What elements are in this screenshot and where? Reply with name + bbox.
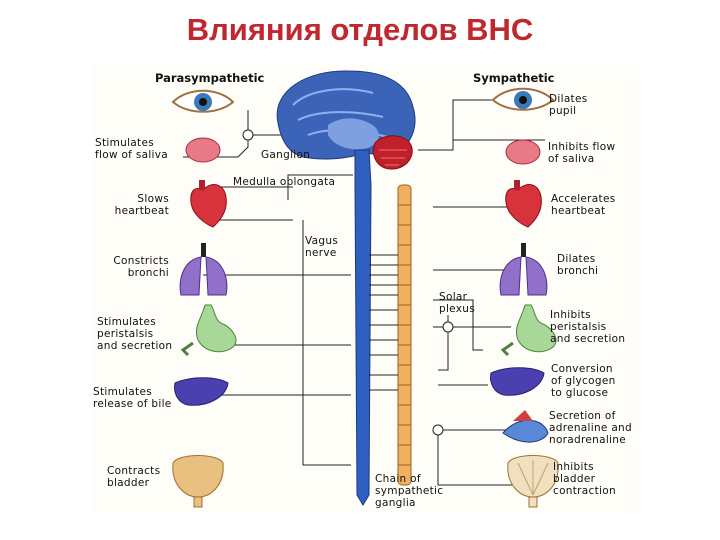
diagram-graphics <box>171 70 559 508</box>
para-effect-peristalsis: Stimulates peristalsis and secretion <box>97 316 173 352</box>
symp-effect-pupil: Dilates pupil <box>549 93 588 117</box>
symp-effect-bronchi: Dilates bronchi <box>557 253 599 277</box>
ganglion-label: Ganglion <box>261 149 311 161</box>
symp-effect-adrenaline: Secretion of adrenaline and noradrenalin… <box>549 410 632 446</box>
slide-title: Влияния отделов ВНС <box>186 12 534 47</box>
symp-effect-heartbeat: Accelerates heartbeat <box>551 193 616 217</box>
eye-icon-right <box>491 87 555 111</box>
bladder-icon-left <box>172 455 224 508</box>
liver-icon-right <box>490 367 545 396</box>
parasympathetic-header: Parasympathetic <box>155 71 265 85</box>
symp-effect-saliva: Inhibits flow of saliva <box>548 141 616 165</box>
vagus-nerve-label: Vagus nerve <box>305 235 339 259</box>
sympathetic-chain-label: Chain of sympathetic ganglia <box>375 473 444 509</box>
bladder-icon-right <box>507 455 559 508</box>
ganglion-markers <box>242 129 454 436</box>
salivary-gland-icon-right <box>505 139 541 165</box>
sympathetic-header: Sympathetic <box>473 71 555 85</box>
para-effect-heartbeat: Slows heartbeat <box>114 193 169 217</box>
spinal-cord <box>354 149 372 506</box>
para-effect-bladder: Contracts bladder <box>107 465 161 489</box>
symp-effect-bladder: Inhibits bladder contraction <box>553 461 616 497</box>
para-effect-bile: Stimulates release of bile <box>93 386 172 410</box>
symp-effect-glycogen: Conversion of glycogen to glucose <box>551 363 616 399</box>
salivary-gland-icon-left <box>185 137 221 163</box>
lungs-icon-right <box>499 243 548 296</box>
ans-diagram: Parasympathetic Sympathetic Ganglion Med… <box>93 65 639 512</box>
brain <box>276 70 416 170</box>
para-effect-bronchi: Constricts bronchi <box>113 255 169 279</box>
stomach-icon-left <box>180 304 237 357</box>
heart-icon-right <box>505 180 542 228</box>
eye-icon-left <box>171 89 235 113</box>
adrenal-gland-icon <box>502 410 549 443</box>
stomach-icon-right <box>500 304 557 357</box>
liver-icon-left <box>174 377 229 406</box>
lungs-icon-left <box>179 243 228 296</box>
solar-plexus-label: Solar plexus <box>439 291 475 315</box>
medulla-label: Medulla oblongata <box>233 176 336 188</box>
para-effect-saliva: Stimulates flow of saliva <box>95 137 169 161</box>
symp-effect-peristalsis: Inhibits peristalsis and secretion <box>550 309 626 345</box>
heart-icon-left <box>190 180 227 228</box>
sympathetic-chain <box>369 184 412 486</box>
